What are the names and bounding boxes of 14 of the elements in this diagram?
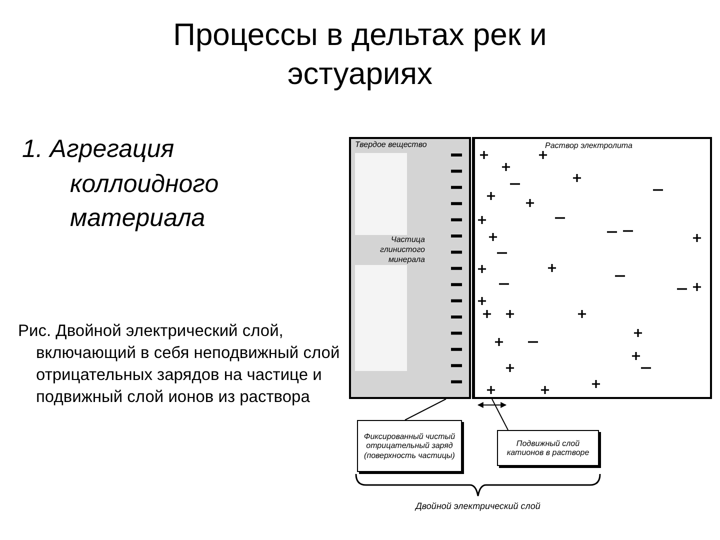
region-label: Раствор электролита — [545, 140, 632, 152]
callout-text: Фиксированный чистый отрицательный заряд (поверхность частицы) — [362, 432, 456, 460]
leader-line — [404, 398, 446, 420]
leader-line — [492, 398, 508, 430]
callout-box — [497, 430, 599, 466]
list-item: 1. Агрегация коллоидного материала — [22, 134, 220, 234]
callout-box — [357, 420, 462, 472]
region-label: Твердое вещество — [355, 140, 427, 150]
title: Процессы в дельтах рек и эстуариях — [172, 16, 548, 93]
caption: Рис. Двойной электрический слой, включающий в себя неподвижный слой отрицательных зарядов на частице и подвижный слой ионов из раствора — [18, 321, 341, 408]
region-label: Частица глинистого минерала — [355, 235, 425, 265]
solid-particle-region — [349, 137, 471, 399]
callout-text: Подвижный слой катионов в растворе — [506, 438, 590, 458]
bracket-label: Двойной электрический слой — [414, 500, 542, 513]
